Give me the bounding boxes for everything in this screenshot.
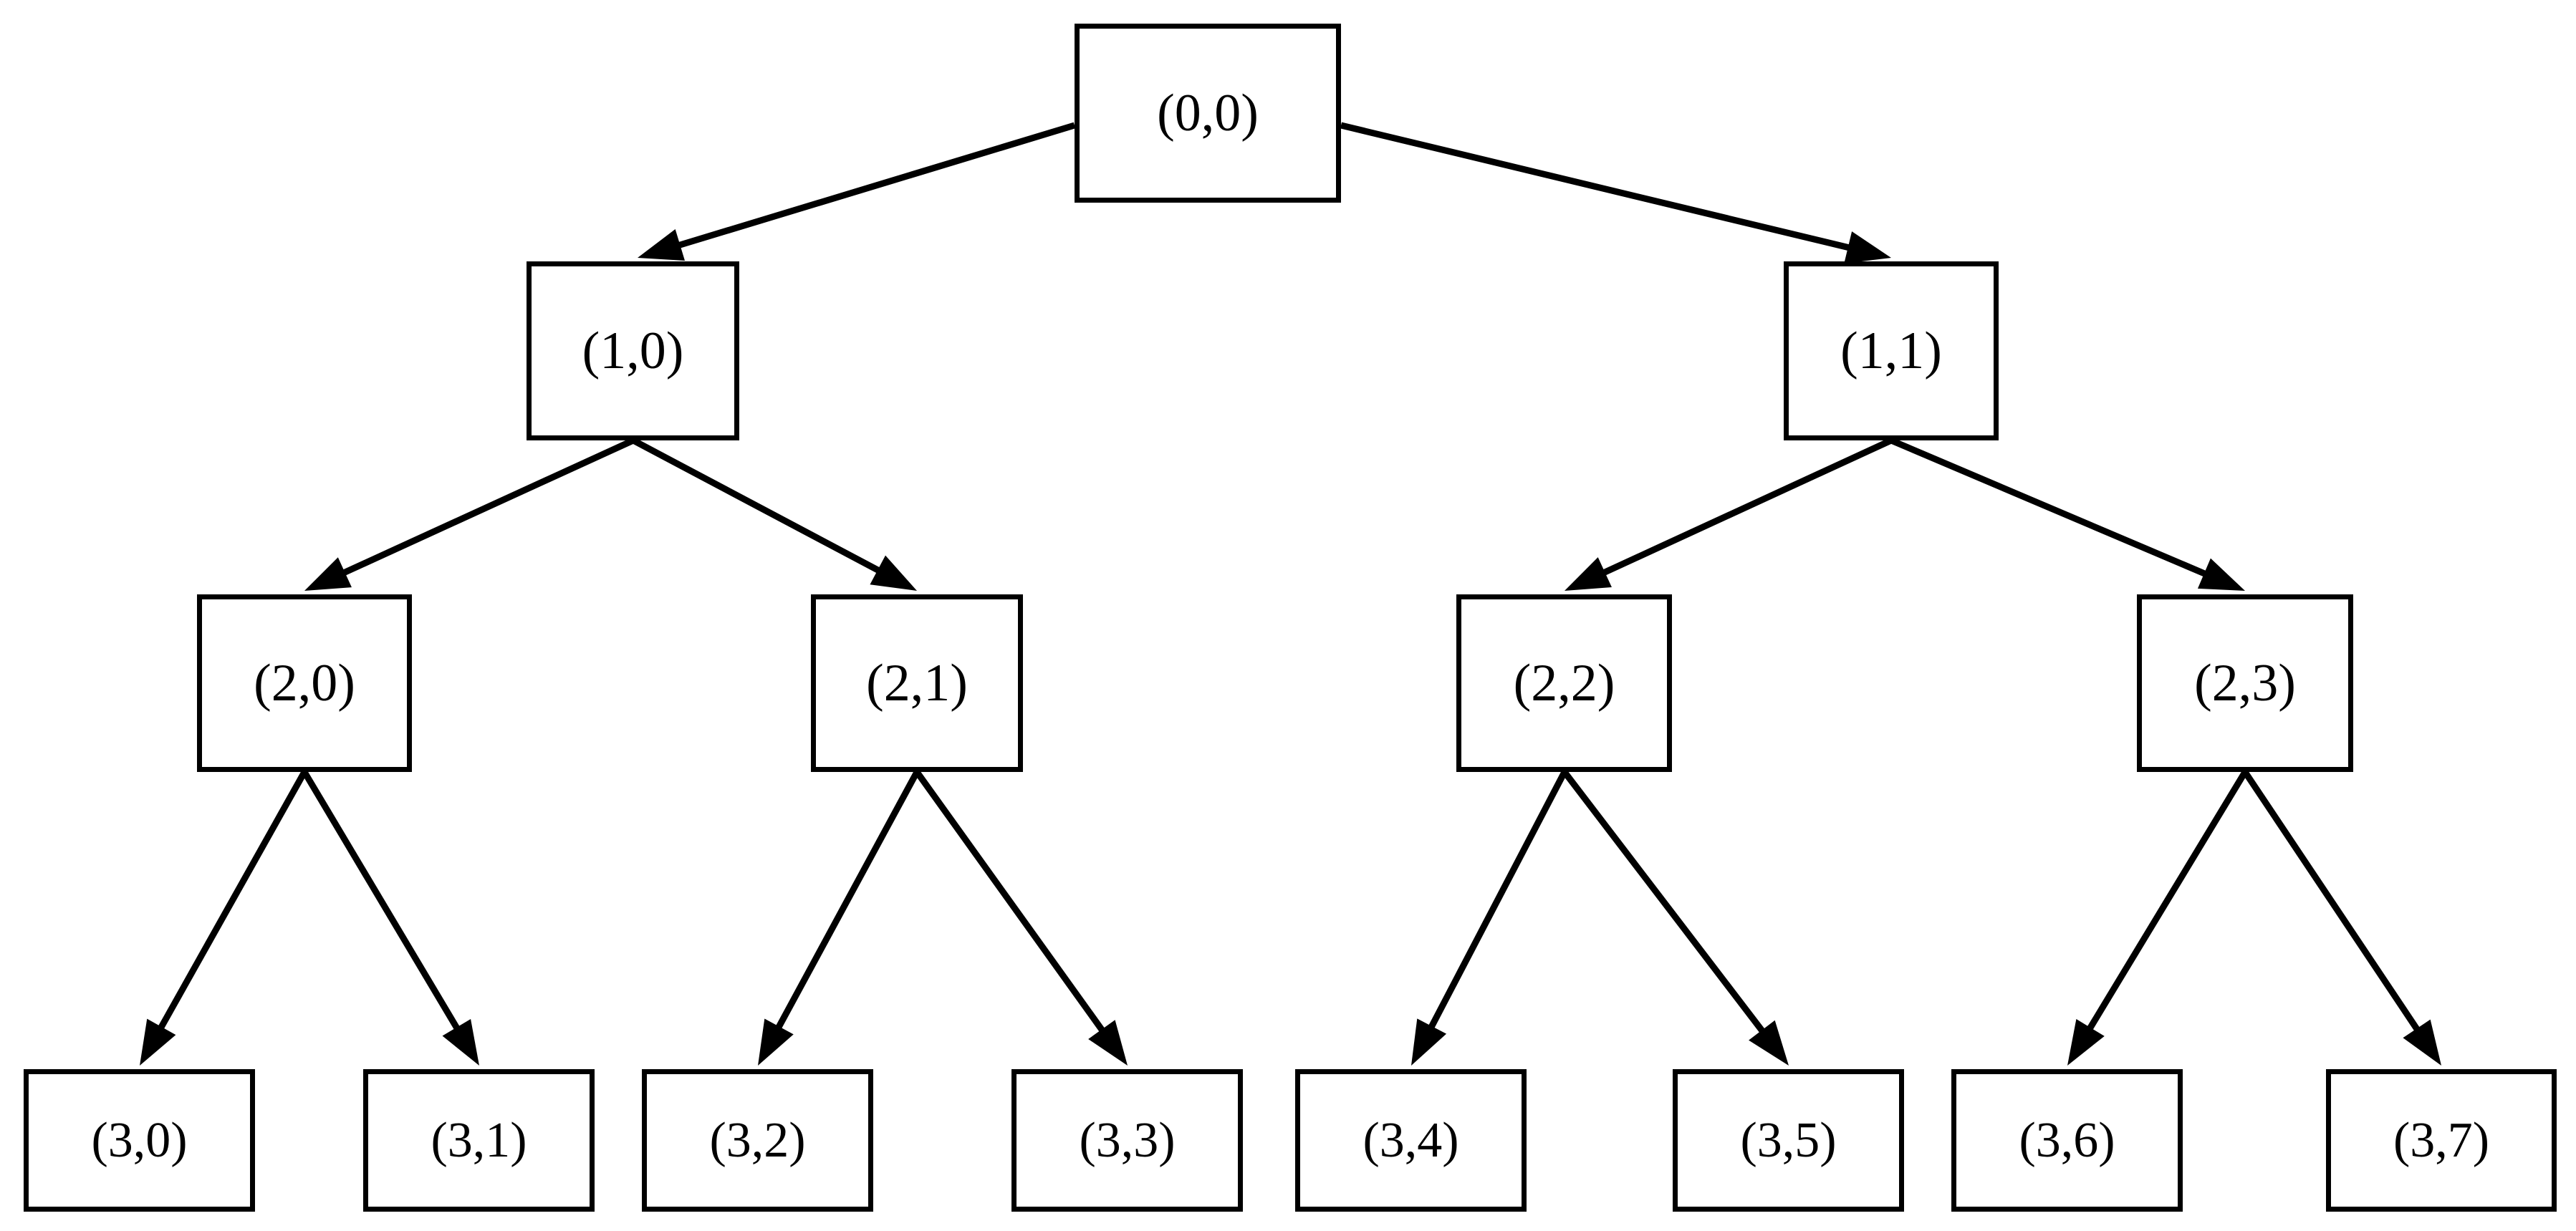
tree-edge bbox=[638, 122, 1076, 261]
tree-node-1-1[interactable]: (1,1) bbox=[1784, 261, 1999, 440]
arrowhead-icon bbox=[140, 1018, 176, 1066]
tree-node-label: (3,1) bbox=[431, 1112, 527, 1168]
arrowhead-icon bbox=[2197, 558, 2245, 591]
arrowhead-icon bbox=[1088, 1020, 1128, 1066]
tree-node-label: (1,1) bbox=[1840, 322, 1942, 380]
tree-edge bbox=[2067, 770, 2248, 1066]
tree-edge bbox=[2242, 770, 2441, 1066]
tree-node-label: (3,5) bbox=[1740, 1112, 1837, 1168]
arrowhead-icon bbox=[638, 228, 686, 261]
tree-node-label: (1,0) bbox=[582, 322, 684, 380]
tree-node-3-7[interactable]: (3,7) bbox=[2326, 1069, 2557, 1212]
tree-node-3-6[interactable]: (3,6) bbox=[1951, 1069, 2183, 1212]
tree-node-label: (3,0) bbox=[91, 1112, 188, 1168]
tree-node-label: (3,7) bbox=[2393, 1112, 2490, 1168]
tree-edge bbox=[631, 438, 917, 591]
tree-node-3-0[interactable]: (3,0) bbox=[24, 1069, 255, 1212]
tree-node-3-3[interactable]: (3,3) bbox=[1011, 1069, 1243, 1212]
tree-node-label: (2,1) bbox=[866, 654, 968, 713]
tree-edge bbox=[758, 770, 920, 1066]
arrowhead-icon bbox=[2403, 1019, 2441, 1066]
tree-edge bbox=[1411, 770, 1567, 1066]
tree-node-0-0[interactable]: (0,0) bbox=[1075, 24, 1341, 203]
tree-node-label: (3,3) bbox=[1079, 1112, 1176, 1168]
tree-edge bbox=[304, 437, 635, 591]
tree-edge bbox=[1340, 122, 1891, 264]
arrowhead-icon bbox=[2067, 1019, 2105, 1066]
tree-node-label: (0,0) bbox=[1157, 84, 1259, 143]
arrowhead-icon bbox=[442, 1018, 479, 1066]
tree-node-2-3[interactable]: (2,3) bbox=[2137, 594, 2353, 772]
tree-edge bbox=[302, 770, 479, 1066]
arrowhead-icon bbox=[870, 555, 917, 591]
arrowhead-icon bbox=[304, 557, 352, 591]
tree-edge bbox=[140, 770, 307, 1066]
tree-node-3-4[interactable]: (3,4) bbox=[1295, 1069, 1527, 1212]
arrowhead-icon bbox=[1565, 557, 1612, 591]
arrowhead-icon bbox=[758, 1018, 794, 1066]
tree-node-1-0[interactable]: (1,0) bbox=[527, 261, 739, 440]
tree-node-label: (3,4) bbox=[1363, 1112, 1459, 1168]
tree-node-label: (2,2) bbox=[1513, 654, 1615, 713]
tree-node-2-1[interactable]: (2,1) bbox=[811, 594, 1023, 772]
tree-node-label: (2,0) bbox=[254, 654, 355, 713]
tree-node-2-0[interactable]: (2,0) bbox=[197, 594, 412, 772]
arrowhead-icon bbox=[1411, 1018, 1447, 1066]
tree-node-2-2[interactable]: (2,2) bbox=[1456, 594, 1672, 772]
tree-node-label: (3,2) bbox=[709, 1112, 806, 1168]
arrowhead-icon bbox=[1844, 231, 1891, 264]
arrowhead-icon bbox=[1749, 1020, 1789, 1066]
tree-edge bbox=[914, 770, 1128, 1066]
tree-node-3-2[interactable]: (3,2) bbox=[642, 1069, 873, 1212]
tree-edge bbox=[1562, 770, 1789, 1066]
tree-node-3-5[interactable]: (3,5) bbox=[1673, 1069, 1904, 1212]
tree-node-label: (3,6) bbox=[2019, 1112, 2115, 1168]
tree-edge bbox=[1890, 437, 2245, 591]
tree-node-3-1[interactable]: (3,1) bbox=[363, 1069, 595, 1212]
tree-edge bbox=[1565, 437, 1893, 591]
tree-node-label: (2,3) bbox=[2194, 654, 2296, 713]
